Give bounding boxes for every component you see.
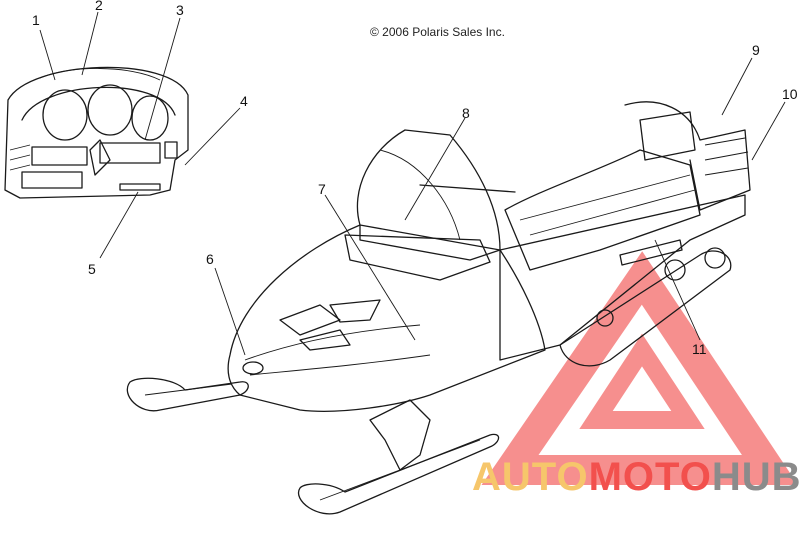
side-decal (619, 239, 683, 266)
rear-rack (624, 101, 751, 211)
callout-9: 9 (752, 42, 760, 58)
gauge-left (42, 89, 88, 141)
callout-labels: 1 2 3 4 5 6 7 8 9 10 11 (32, 0, 798, 357)
callout-4: 4 (240, 93, 248, 109)
decal-panel-right (99, 142, 161, 164)
watermark-triangle (481, 251, 799, 485)
watermark-text: AUTOMOTOHUB (472, 455, 800, 499)
tunnel (499, 194, 746, 361)
decal-panel-left (31, 146, 88, 166)
callout-6: 6 (206, 251, 214, 267)
hood (227, 224, 546, 412)
gauge-right (131, 95, 169, 141)
callout-11: 11 (692, 341, 707, 357)
callout-1: 1 (32, 12, 40, 28)
callout-3: 3 (176, 2, 184, 18)
watermark-inner-mark (579, 333, 705, 429)
windshield (356, 129, 501, 261)
snowmobile-drawing (126, 101, 751, 515)
callout-10: 10 (782, 86, 798, 102)
watermark-moto: MOTO (589, 455, 712, 499)
gauge-center (87, 84, 133, 136)
callout-2: 2 (95, 0, 103, 13)
seat (504, 149, 701, 271)
headlight (242, 361, 264, 375)
callout-5: 5 (88, 261, 96, 277)
decal-strip (119, 183, 161, 191)
track (559, 250, 732, 367)
ski-left (126, 377, 249, 412)
watermark-auto: AUTO (472, 455, 589, 499)
leader-lines (39, 11, 786, 356)
watermark-logo (481, 251, 799, 485)
watermark-hub: HUB (712, 455, 800, 499)
callout-8: 8 (462, 105, 470, 121)
callout-7: 7 (318, 181, 326, 197)
copyright-text: © 2006 Polaris Sales Inc. (370, 25, 505, 39)
dashboard-inset (4, 66, 189, 199)
ski-right (297, 433, 500, 515)
